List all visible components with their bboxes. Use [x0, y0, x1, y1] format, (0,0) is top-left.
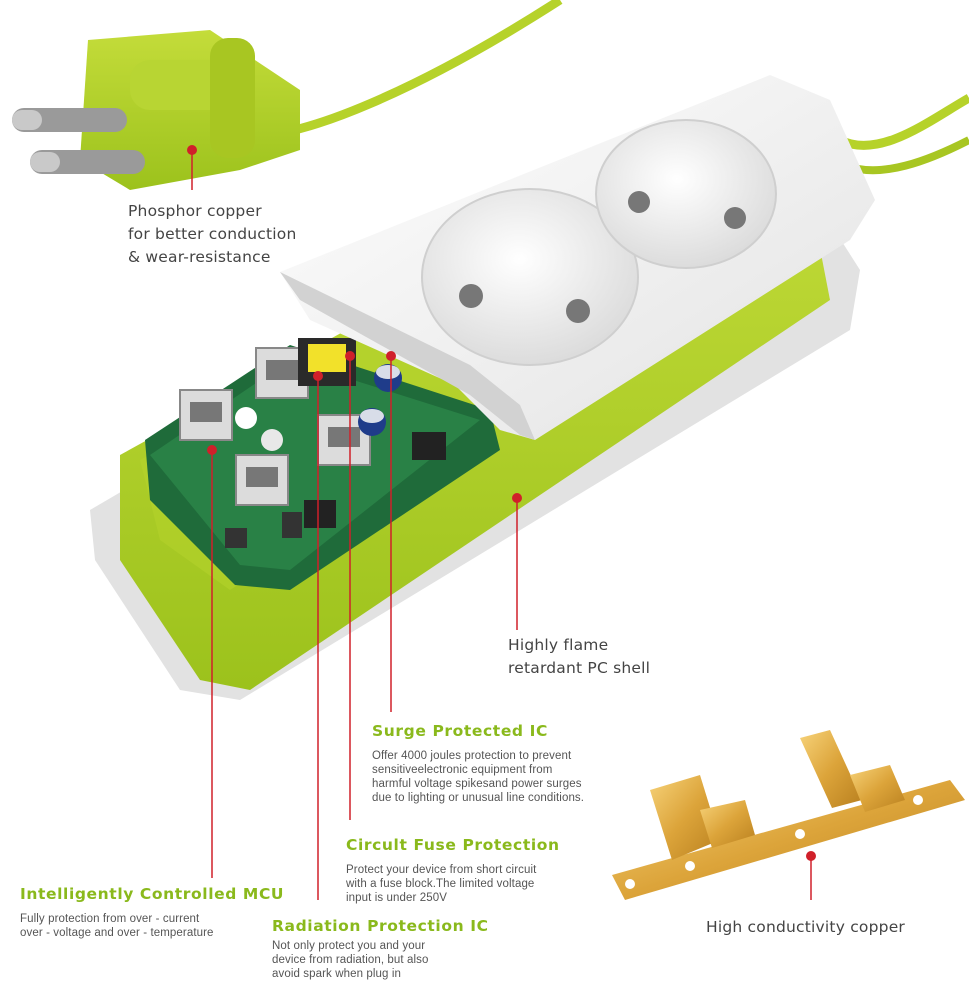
plug-pin [30, 150, 145, 174]
callout-line: device from radiation, but also [272, 954, 429, 966]
callout-title: Radiation Protection IC [272, 917, 489, 935]
callout-title: Circult Fuse Protection [346, 836, 560, 854]
callout-phosphor-copper: Phosphor copper for better conduction & … [128, 200, 297, 269]
plug-pin [12, 108, 127, 132]
callout-indicator-phosphor [187, 145, 197, 190]
ic-chip [412, 432, 446, 460]
plug [12, 30, 300, 190]
callout-line: due to lighting or unusual line conditio… [372, 792, 585, 804]
callout-pc-shell: Highly flame retardant PC shell [508, 634, 650, 680]
callout-line: Protect your device from short circuit [346, 864, 537, 876]
callout-line: input is under 250V [346, 892, 447, 904]
callout-line: retardant PC shell [508, 659, 651, 677]
socket-hole [724, 207, 746, 229]
callout-line: sensitiveelectronic equipment from [372, 764, 553, 776]
ic-chip [304, 500, 336, 528]
callout-line: Phosphor copper [128, 202, 262, 220]
callout-line: High conductivity copper [706, 918, 905, 936]
usb-port [317, 414, 371, 466]
outlet-socket [595, 119, 777, 269]
led [235, 407, 257, 429]
callout-radiation-protection-ic: Radiation Protection IC Not only protect… [272, 917, 489, 981]
copper-strip [612, 730, 965, 900]
callout-line: & wear-resistance [128, 248, 271, 266]
callout-title: Surge Protected IC [372, 722, 548, 740]
copper-hole [685, 861, 695, 871]
socket-hole [628, 191, 650, 213]
outlet-socket [421, 188, 639, 366]
capacitor-top [376, 365, 400, 379]
socket-hole [459, 284, 483, 308]
callout-line: Fully protection from over - current [20, 913, 200, 925]
callout-line: over - voltage and over - temperature [20, 927, 214, 939]
usb-port [235, 454, 289, 506]
circuit-board [145, 338, 500, 590]
callout-indicators [187, 145, 816, 900]
callout-line: Offer 4000 joules protection to prevent [372, 750, 572, 762]
callout-indicator-copper [806, 851, 816, 900]
callout-indicator-mcu [207, 445, 217, 878]
callout-title: Intelligently Controlled MCU [20, 885, 285, 903]
socket-lid [280, 75, 875, 440]
callout-indicator-surge [386, 351, 396, 712]
callout-indicator-shell [512, 493, 522, 630]
transformer-core [308, 344, 346, 372]
callout-line: harmful voltage spikesand power surges [372, 778, 582, 790]
copper-hole [913, 795, 923, 805]
usb-port [179, 389, 233, 441]
callout-high-conductivity-copper: High conductivity copper [706, 916, 905, 939]
callout-line: Not only protect you and your [272, 940, 426, 952]
copper-hole [795, 829, 805, 839]
callout-line: Highly flame [508, 636, 609, 654]
callout-line: for better conduction [128, 225, 297, 243]
callout-line: with a fuse block.The limited voltage [346, 878, 535, 890]
callout-surge-protected-ic: Surge Protected IC Offer 4000 joules pro… [372, 722, 584, 805]
callout-indicator-radiation [313, 371, 323, 900]
ic-chip [282, 512, 302, 538]
capacitor-top [360, 409, 384, 423]
led [261, 429, 283, 451]
callout-intelligently-controlled-mcu: Intelligently Controlled MCU Fully prote… [20, 885, 284, 940]
socket-hole [566, 299, 590, 323]
copper-hole [625, 879, 635, 889]
callout-indicator-fuse [345, 351, 355, 820]
ic-chip [225, 528, 247, 548]
callout-circuit-fuse-protection: Circult Fuse Protection Protect your dev… [346, 836, 560, 905]
callout-line: avoid spark when plug in [272, 968, 401, 980]
